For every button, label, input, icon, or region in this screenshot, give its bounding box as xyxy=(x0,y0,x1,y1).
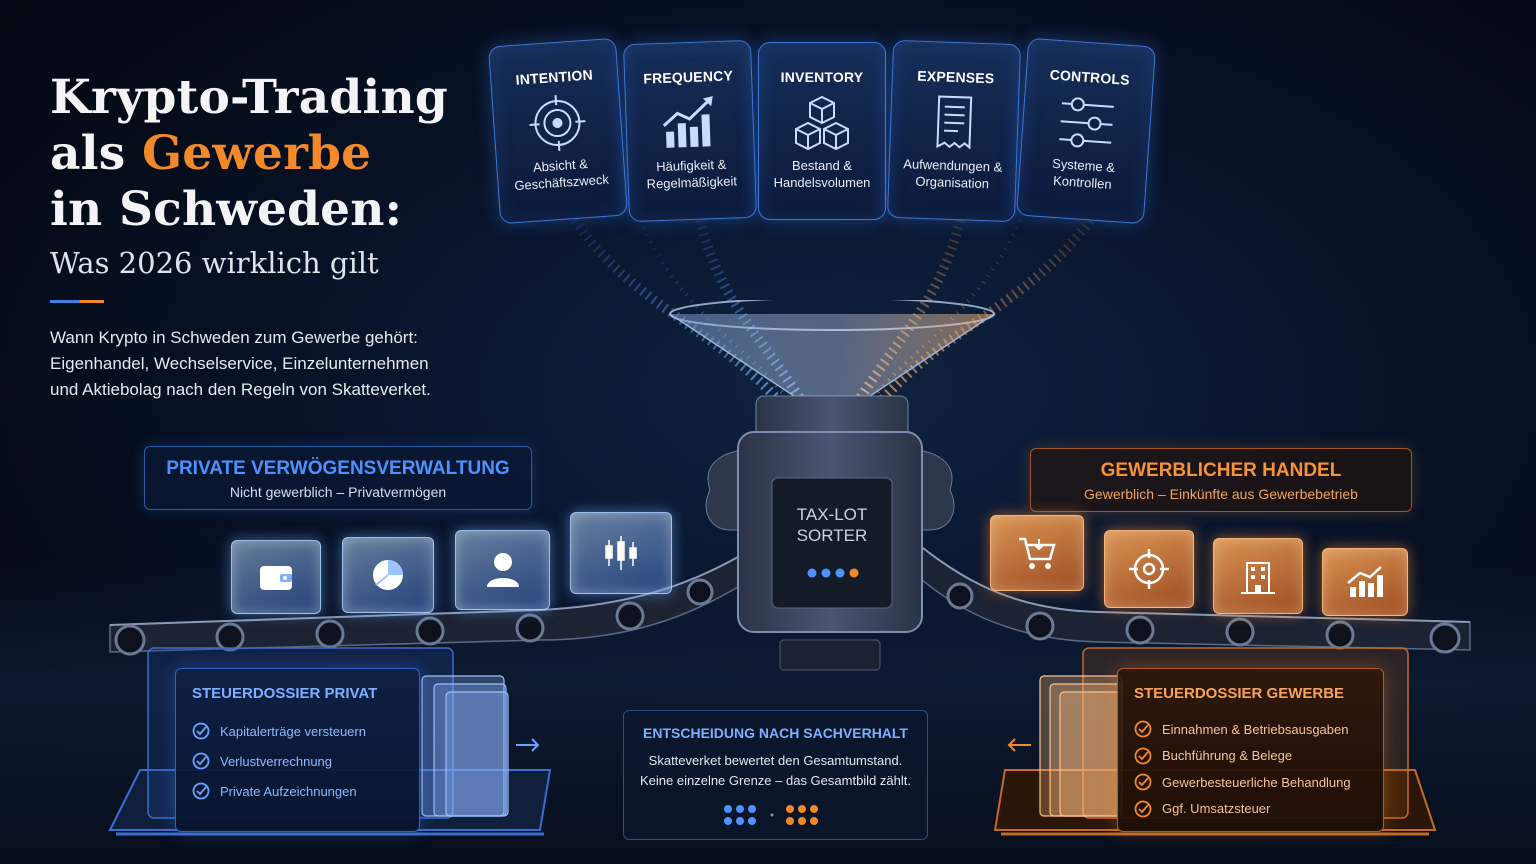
criteria-card-desc: Häufigkeit &Regelmäßigkeit xyxy=(628,155,755,193)
list-item-label: Ggf. Umsatzsteuer xyxy=(1162,801,1271,817)
criteria-card-head: FREQUENCY xyxy=(643,67,734,87)
title-divider xyxy=(50,300,104,303)
private-banner-title: PRIVATE VERWÖGENSVERWALTUNG xyxy=(166,458,510,479)
check-circle-icon xyxy=(1134,720,1152,738)
criteria-card-expenses: EXPENSES Aufwendungen &Organisation xyxy=(886,39,1022,223)
conveyor-belt-right xyxy=(900,529,1471,654)
receipt-icon xyxy=(936,95,973,150)
sliders-icon xyxy=(1059,97,1114,148)
private-cube-wallet xyxy=(231,540,321,614)
business-banner-subtitle: Gewerblich – Einkünfte aus Gewerbebetrie… xyxy=(1084,486,1358,502)
machine-label-line-1: TAX-LOT xyxy=(797,505,868,524)
list-item: Private Aufzeichnungen xyxy=(192,776,419,806)
title-line-1: Krypto-Trading xyxy=(50,70,448,125)
criteria-card-desc: Systeme &Kontrollen xyxy=(1019,153,1147,196)
decision-line-2: Keine einzelne Grenze – das Gesamtbild z… xyxy=(640,773,911,788)
private-banner-subtitle: Nicht gewerblich – Privatvermögen xyxy=(229,484,447,500)
tax-lot-sorter-machine: TAX-LOT SORTER xyxy=(669,300,995,671)
list-item-label: Private Aufzeichnungen xyxy=(220,783,357,799)
private-dossier-title: STEUERDOSSIER PRIVAT xyxy=(192,685,378,702)
intro-line-3: und Aktiebolag nach den Regeln von Skatt… xyxy=(50,380,431,399)
criteria-card-desc: Absicht &Geschäftszweck xyxy=(497,153,625,196)
criteria-card-head: CONTROLS xyxy=(1049,66,1131,88)
decision-dots-indicator xyxy=(724,805,818,825)
check-circle-icon xyxy=(1134,773,1152,791)
check-circle-icon xyxy=(192,722,210,740)
title-line-2: als Gewerbe xyxy=(50,126,448,182)
criteria-desc-line: Regelmäßigkeit xyxy=(646,173,738,192)
intro-line-2: Eigenhandel, Wechselservice, Einzelunter… xyxy=(50,354,429,373)
page-title: Krypto-Trading als Gewerbe in Schweden: xyxy=(50,70,448,238)
decision-text: Skatteverket bewertet den Gesamtumstand.… xyxy=(624,751,927,791)
list-item: Gewerbesteuerliche Behandlung xyxy=(1134,769,1383,796)
title-line-3: in Schweden: xyxy=(50,182,403,237)
cubes-icon xyxy=(795,95,849,151)
list-item-label: Einnahmen & Betriebsausgaben xyxy=(1162,721,1349,737)
intro-text: Wann Krypto in Schweden zum Gewerbe gehö… xyxy=(50,325,470,403)
decision-title: ENTSCHEIDUNG NACH SACHVERHALT xyxy=(643,725,908,741)
decision-line-1: Skatteverket bewertet den Gesamtumstand. xyxy=(648,753,903,768)
shopping-cart-icon xyxy=(1019,537,1056,569)
list-item: Einnahmen & Betriebsausgaben xyxy=(1134,716,1383,743)
criteria-card-head: INTENTION xyxy=(515,66,594,88)
machine-label-line-2: SORTER xyxy=(797,526,868,545)
criteria-desc-line: Bestand & xyxy=(792,158,852,173)
target-icon xyxy=(529,95,586,152)
private-wealth-banner: PRIVATE VERWÖGENSVERWALTUNG Nicht gewerb… xyxy=(144,446,532,510)
private-tax-dossier: STEUERDOSSIER PRIVAT Kapitalerträge vers… xyxy=(175,668,420,832)
business-cube-cart xyxy=(990,515,1084,591)
business-banner-title: GEWERBLICHER HANDEL xyxy=(1100,460,1342,481)
business-cube-chart xyxy=(1322,548,1408,616)
business-dossier-list: Einnahmen & Betriebsausgaben Buchführung… xyxy=(1134,716,1383,822)
list-item-label: Kapitalerträge versteuern xyxy=(220,723,366,739)
list-item-label: Gewerbesteuerliche Behandlung xyxy=(1162,774,1351,790)
private-cube-user xyxy=(455,530,550,610)
private-cube-candlestick xyxy=(570,512,672,594)
list-item-label: Verlustverrechnung xyxy=(220,753,333,769)
criteria-card-head: EXPENSES xyxy=(917,67,995,87)
bar-chart-up-icon xyxy=(1347,566,1383,597)
criteria-card-intention: INTENTION Absicht &Geschäftszweck xyxy=(487,37,629,225)
criteria-card-frequency: FREQUENCY Häufigkeit &Regelmäßigkeit xyxy=(622,39,758,223)
criteria-card-desc: Bestand & Handelsvolumen xyxy=(759,157,885,191)
target-icon xyxy=(1129,549,1169,589)
check-circle-icon xyxy=(192,752,210,770)
page-subtitle: Was 2026 wirklich gilt xyxy=(50,246,379,280)
bar-chart-up-icon xyxy=(662,96,713,148)
check-circle-icon xyxy=(192,782,210,800)
wallet-icon xyxy=(260,566,292,590)
intro-line-1: Wann Krypto in Schweden zum Gewerbe gehö… xyxy=(50,328,418,347)
business-trading-banner: GEWERBLICHER HANDEL Gewerblich – Einkünf… xyxy=(1030,448,1412,512)
check-circle-icon xyxy=(1134,800,1152,818)
private-dossier-list: Kapitalerträge versteuern Verlustverrech… xyxy=(192,716,419,806)
check-circle-icon xyxy=(1134,747,1152,765)
criteria-card-desc: Aufwendungen &Organisation xyxy=(889,155,1016,193)
list-item: Buchführung & Belege xyxy=(1134,743,1383,770)
criteria-card-inventory: INVENTORY Bestand & Handelsvolumen xyxy=(758,42,886,220)
decision-box: ENTSCHEIDUNG NACH SACHVERHALT Skatteverk… xyxy=(623,710,928,840)
private-cube-pie xyxy=(342,537,434,613)
pie-chart-icon xyxy=(373,560,403,590)
building-icon xyxy=(1241,562,1275,594)
business-tax-dossier: STEUERDOSSIER GEWERBE Einnahmen & Betrie… xyxy=(1117,668,1384,832)
user-icon xyxy=(486,553,519,587)
business-cube-target xyxy=(1104,530,1194,608)
title-line-2-prefix: als xyxy=(50,126,142,181)
criteria-card-head: INVENTORY xyxy=(780,69,864,85)
business-cube-building xyxy=(1213,538,1303,614)
list-item: Ggf. Umsatzsteuer xyxy=(1134,796,1383,823)
criteria-card-controls: CONTROLS Systeme &Kontrollen xyxy=(1015,37,1157,225)
list-item-label: Buchführung & Belege xyxy=(1162,748,1293,764)
conveyor-belt-left xyxy=(109,549,750,656)
list-item: Kapitalerträge versteuern xyxy=(192,716,419,746)
business-dossier-title: STEUERDOSSIER GEWERBE xyxy=(1134,685,1345,702)
candlestick-icon xyxy=(605,536,637,570)
title-accent-word: Gewerbe xyxy=(141,126,372,181)
criteria-desc-line: Handelsvolumen xyxy=(773,175,871,190)
list-item: Verlustverrechnung xyxy=(192,746,419,776)
